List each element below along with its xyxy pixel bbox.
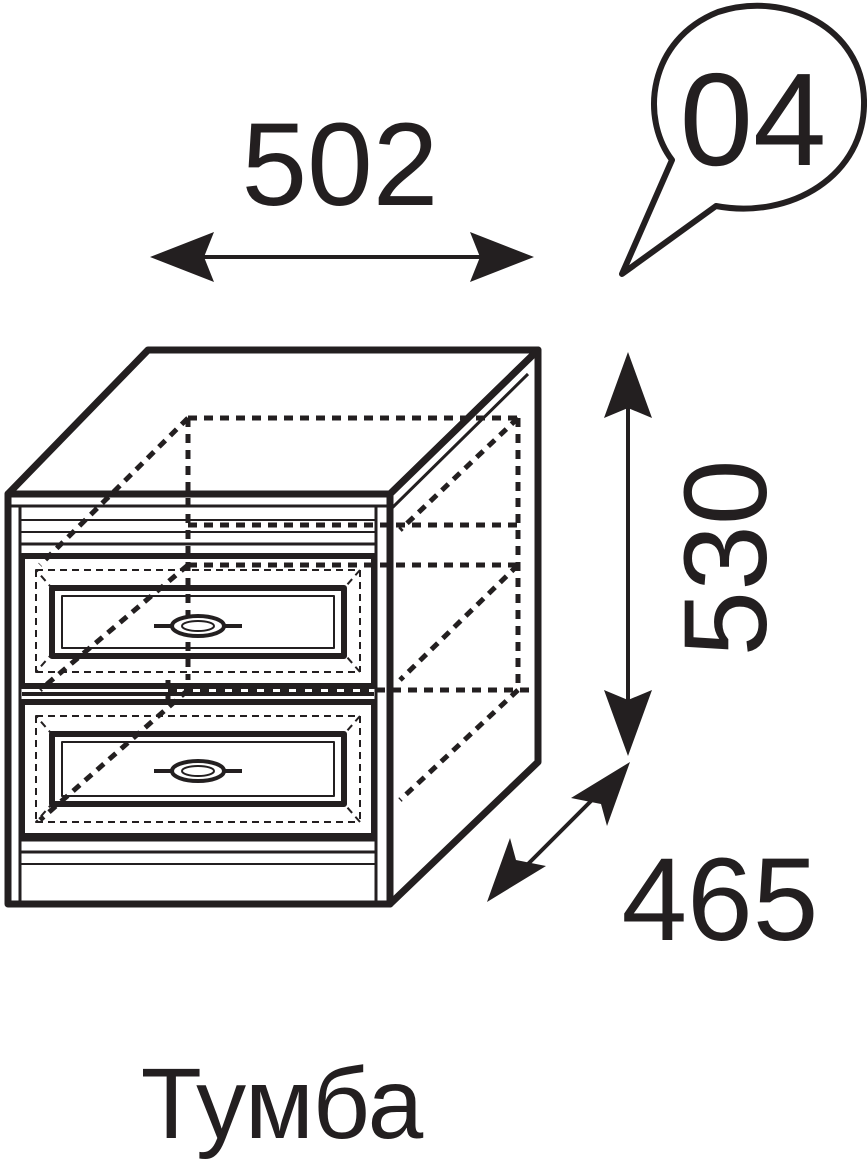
height-value: 530 xyxy=(660,460,792,657)
height-arrow-top-head xyxy=(604,352,652,418)
lower-drawer xyxy=(19,699,377,839)
side-top-edge xyxy=(388,372,530,512)
depth-value: 465 xyxy=(622,834,819,966)
width-dimension: 502 xyxy=(150,99,534,282)
item-number-callout: 04 xyxy=(619,2,867,277)
item-number-label: 04 xyxy=(680,46,827,193)
upper-drawer xyxy=(19,553,377,689)
upper-drawer-panel xyxy=(49,585,347,659)
nightstand-drawing xyxy=(4,346,542,908)
width-arrow-right-head xyxy=(470,232,534,282)
lower-drawer-panel xyxy=(49,731,347,807)
height-dimension: 530 xyxy=(604,352,792,756)
depth-arrow-upper-head xyxy=(571,762,630,826)
depth-dimension: 465 xyxy=(487,762,818,966)
width-arrow-left-head xyxy=(150,232,214,282)
depth-arrow-lower-head xyxy=(487,838,546,902)
item-caption: Тумба xyxy=(141,1048,424,1160)
depth-arrow-line xyxy=(518,790,602,874)
front-frame xyxy=(4,490,394,908)
height-arrow-bottom-head xyxy=(604,690,652,756)
upper-drawer-handle xyxy=(154,614,242,638)
lower-drawer-handle xyxy=(154,759,242,783)
width-value: 502 xyxy=(242,99,439,231)
callout-bubble xyxy=(619,2,867,277)
hidden-lines xyxy=(38,415,530,822)
